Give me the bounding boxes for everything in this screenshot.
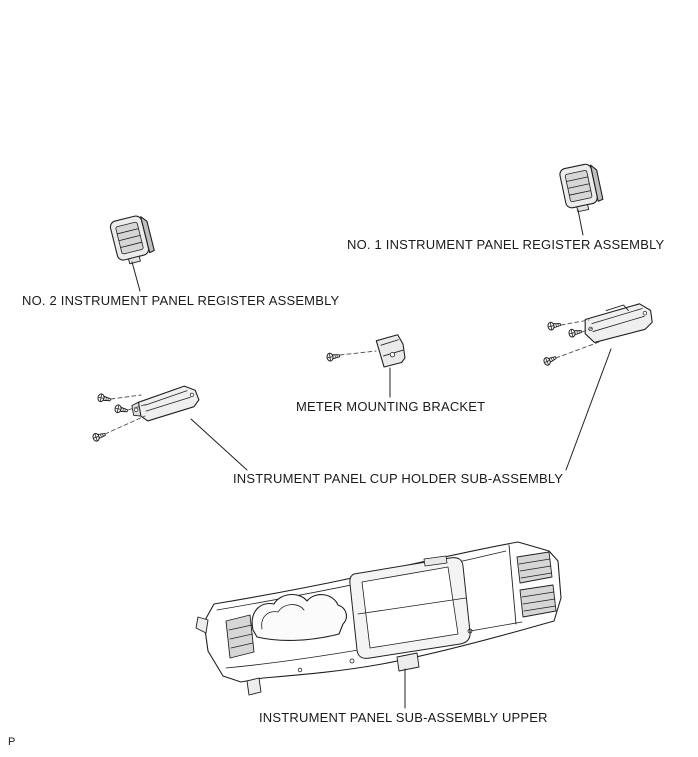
instrument-panel-upper-part: [195, 541, 562, 696]
no2-register-part: [109, 215, 155, 265]
screw-icon: [325, 351, 341, 362]
screw-icon: [91, 430, 107, 443]
screw-icon: [542, 353, 558, 367]
label-instrument-panel-upper: INSTRUMENT PANEL SUB-ASSEMBLY UPPER: [259, 710, 548, 725]
label-no2-register: NO. 2 INSTRUMENT PANEL REGISTER ASSEMBLY: [22, 293, 340, 308]
leader-lines: [131, 209, 612, 709]
screw-alignment-dashes-cup-right: [555, 319, 600, 359]
label-cup-holder-sub-assembly: INSTRUMENT PANEL CUP HOLDER SUB-ASSEMBLY: [233, 471, 564, 486]
cup-holder-left-part: [131, 385, 200, 422]
screw-icon: [546, 320, 562, 332]
screw-icon: [96, 392, 112, 405]
label-no1-register: NO. 1 INSTRUMENT PANEL REGISTER ASSEMBLY: [347, 237, 665, 252]
label-meter-mounting-bracket: METER MOUNTING BRACKET: [296, 399, 486, 414]
page-footer-mark: P: [8, 736, 16, 748]
dashboard-right-vent-icon: [516, 551, 557, 618]
dashboard-left-vent-icon: [225, 614, 255, 659]
no1-register-part: [559, 163, 604, 213]
screw-alignment-dashes-meter: [339, 350, 377, 356]
meter-mounting-bracket-part: [375, 334, 406, 368]
screw-icon: [113, 403, 129, 416]
screw-alignment-dashes-cup-left: [104, 394, 148, 435]
screw-icon: [567, 327, 583, 339]
cup-holder-right-part: [584, 303, 653, 344]
